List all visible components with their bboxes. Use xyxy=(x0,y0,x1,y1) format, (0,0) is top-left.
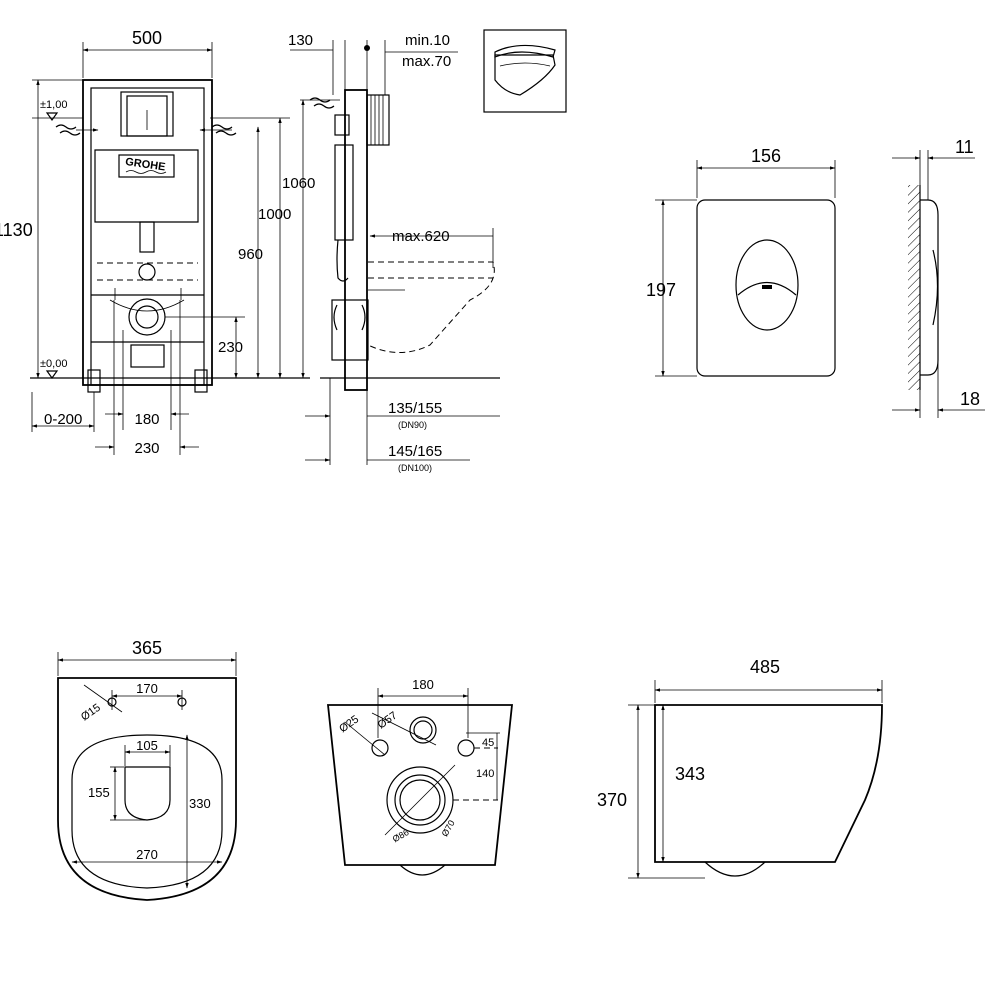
flush-plate-front: 156 197 xyxy=(646,146,836,377)
plate-thickness-label: 11 xyxy=(955,137,974,157)
dn100-label: 145/165 xyxy=(388,443,442,460)
brand-label: GROHE xyxy=(125,156,167,173)
seat-width-label: 105 xyxy=(136,738,158,753)
flush-button[interactable] xyxy=(735,239,799,331)
bowl-top-opening xyxy=(124,766,171,821)
inner-width-label: 270 xyxy=(136,847,158,862)
outlet-inner-label: Ø70 xyxy=(440,818,457,838)
seat-height-label: 155 xyxy=(88,785,110,800)
depth-label: 130 xyxy=(288,32,313,49)
toilet-bowl-icon xyxy=(483,29,567,113)
cistern xyxy=(94,149,199,223)
rear-bolt-spacing-label: 180 xyxy=(412,677,434,692)
bowl-width-label: 365 xyxy=(132,638,162,658)
bowl-top-outline xyxy=(57,677,237,901)
frame-inner xyxy=(90,87,205,386)
frame-front-view: GROHE ±1,00 ±0,00 xyxy=(0,28,340,457)
frame-height-label: 1130 xyxy=(0,220,33,240)
bolt-spacing-label: 180 xyxy=(134,411,159,428)
bowl-rear-view: 180 Ø25 Ø57 45 140 Ø86 Ø70 xyxy=(326,677,514,876)
wall-hatch xyxy=(908,185,920,390)
level-top-label: ±1,00 xyxy=(40,99,67,111)
side-inlet xyxy=(366,94,390,146)
dn90-note: (DN90) xyxy=(398,420,427,430)
outlet-height-label: 140 xyxy=(476,768,494,780)
dn100-note: (DN100) xyxy=(398,463,432,473)
side-drain xyxy=(331,299,369,361)
drain-outlet xyxy=(128,298,166,336)
bowl-rear-outline xyxy=(326,704,514,866)
inner-depth-label: 330 xyxy=(189,796,211,811)
drain-spacing-label: 230 xyxy=(134,440,159,457)
flush-plate-side: 11 18 xyxy=(892,137,985,418)
drain-height-label: 230 xyxy=(218,339,243,356)
height-1000-label: 1000 xyxy=(258,206,291,223)
brand-plate xyxy=(118,154,175,178)
bowl-top-view: 365 170 Ø15 105 155 330 270 xyxy=(57,638,237,901)
frame-width-label: 500 xyxy=(132,28,162,48)
inlet-offset-label: 45 xyxy=(482,737,494,749)
bowl-top-inner xyxy=(71,734,223,889)
bowl-side-view: 485 370 343 xyxy=(597,657,883,879)
bolt-hole-right xyxy=(457,739,475,757)
height-1060-label: 1060 xyxy=(282,175,315,192)
inlet xyxy=(409,716,437,744)
side-body-height-label: 343 xyxy=(675,764,705,784)
side-bowl-dashed xyxy=(367,261,495,353)
bowl-side-outline xyxy=(654,704,883,863)
hole-dia-label: Ø15 xyxy=(79,702,103,724)
plate-height-label: 197 xyxy=(646,280,676,300)
offset-label: 0-200 xyxy=(44,411,82,428)
bolt-hole-left xyxy=(371,739,389,757)
side-height-label: 370 xyxy=(597,790,627,810)
dn90-label: 135/155 xyxy=(388,400,442,417)
outlet-outer-label: Ø86 xyxy=(391,827,411,844)
plate-width-label: 156 xyxy=(751,146,781,166)
side-length-label: 485 xyxy=(750,657,780,677)
frame-side-view: 130 min.10 max.70 max.620 135/155 (DN90)… xyxy=(288,32,500,473)
frame-outline xyxy=(82,79,213,386)
min-label: min.10 xyxy=(405,32,450,49)
level-bottom-label: ±0,00 xyxy=(40,358,67,370)
plate-depth-label: 18 xyxy=(960,389,980,409)
height-960-label: 960 xyxy=(238,246,263,263)
projection-label: max.620 xyxy=(392,228,450,245)
inlet-dia-label: Ø57 xyxy=(376,710,400,732)
plate-outline xyxy=(696,199,836,377)
hole-spacing-label: 170 xyxy=(136,681,158,696)
max-label: max.70 xyxy=(402,53,451,70)
